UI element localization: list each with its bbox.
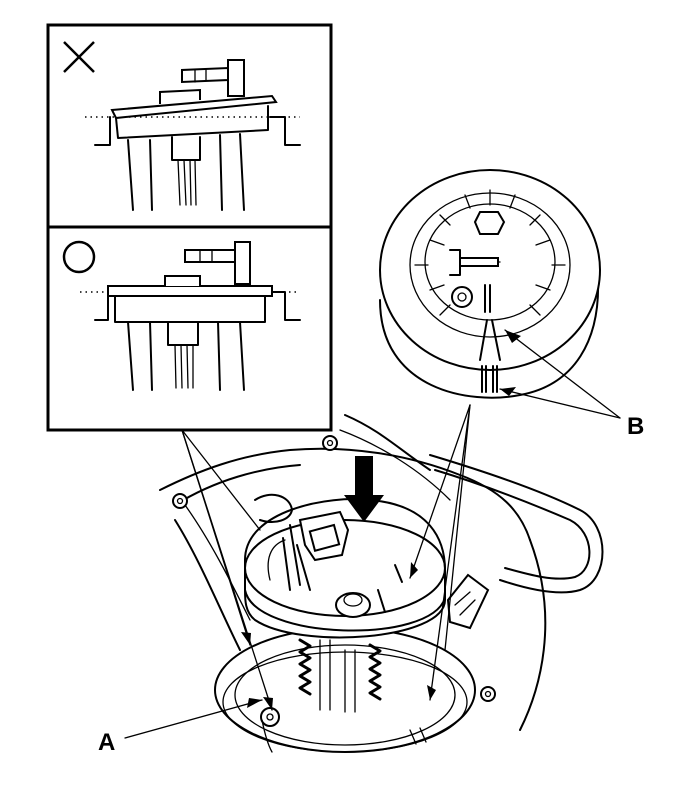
alignment-inset-panel [46, 23, 333, 432]
circle-mark-icon [62, 240, 96, 274]
leader-lines [124, 329, 621, 739]
fuel-tank-assembly [159, 414, 604, 753]
correct-position-view [62, 240, 301, 391]
cap-top-view-inset [379, 169, 601, 399]
callout-label-b: B [627, 413, 644, 440]
callout-label-a: A [98, 729, 115, 756]
incorrect-position-view [63, 41, 301, 211]
cross-mark-icon [63, 41, 95, 73]
install-direction-arrow [344, 456, 384, 522]
